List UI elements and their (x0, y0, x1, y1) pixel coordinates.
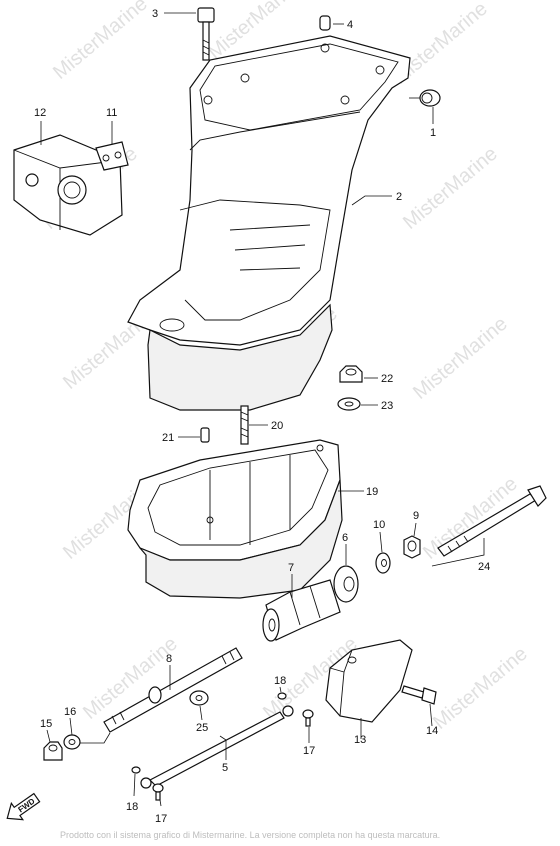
nut-15 (43, 741, 63, 761)
callout-18-lower: 18 (126, 801, 138, 813)
watermark: MisterMarine (399, 143, 502, 234)
callout-17-lower: 17 (155, 813, 167, 825)
bolt-3 (197, 7, 215, 61)
callout-23: 23 (381, 400, 393, 412)
shaft-8 (103, 647, 243, 733)
callout-7: 7 (288, 562, 294, 574)
callout-2: 2 (396, 191, 402, 203)
callouts: 3 4 1 2 12 11 22 23 20 21 19 6 10 9 24 7… (34, 8, 490, 825)
pin-21 (200, 427, 210, 443)
callout-6: 6 (342, 532, 348, 544)
cover-13 (325, 639, 413, 723)
leader-lines (40, 12, 485, 807)
callout-5: 5 (222, 762, 228, 774)
rubber-washer-6 (333, 565, 359, 603)
dowel-pin-4 (319, 15, 331, 31)
callout-25: 25 (196, 722, 208, 734)
ground-wire-5 (140, 705, 294, 789)
washer-18-upper (277, 692, 287, 700)
watermark: MisterMarine (49, 0, 152, 84)
callout-17-upper: 17 (303, 745, 315, 757)
nut-22 (339, 365, 363, 383)
callout-1: 1 (430, 127, 436, 139)
callout-11: 11 (106, 107, 117, 119)
block-11 (95, 141, 129, 171)
washer-23 (337, 397, 361, 411)
callout-10: 10 (373, 519, 385, 531)
callout-4: 4 (347, 19, 353, 31)
footer-watermark-text: Prodotto con il sistema grafico di Miste… (60, 830, 440, 840)
callout-15: 15 (40, 718, 52, 730)
callout-21: 21 (162, 432, 174, 444)
washer-16 (63, 734, 81, 750)
washer-18-lower (131, 766, 141, 774)
drive-shaft-housing (127, 35, 411, 411)
screw-17-lower (152, 783, 164, 801)
long-bolt-24 (437, 485, 547, 557)
callout-14: 14 (426, 725, 438, 737)
mount-rubber-7 (262, 579, 341, 642)
screw-17-upper (302, 709, 314, 727)
callout-8: 8 (166, 653, 172, 665)
watermark: MisterMarine (429, 643, 532, 734)
callout-13: 13 (354, 734, 366, 746)
washer-10 (375, 552, 391, 574)
callout-12: 12 (34, 107, 46, 119)
callout-19: 19 (366, 486, 378, 498)
callout-22: 22 (381, 373, 393, 385)
callout-24: 24 (478, 561, 490, 573)
spacer-19 (127, 439, 343, 599)
cap-1 (419, 89, 441, 107)
callout-16: 16 (64, 706, 76, 718)
clamp-bracket-12 (13, 134, 123, 236)
bolt-14 (401, 685, 437, 705)
callout-3: 3 (152, 8, 158, 20)
watermark: MisterMarine (409, 313, 512, 404)
callout-9: 9 (413, 510, 419, 522)
stud-20 (240, 405, 249, 445)
fwd-arrow-icon: FWD (6, 792, 41, 821)
callout-18-upper: 18 (274, 675, 286, 687)
callout-20: 20 (271, 420, 283, 432)
washer-25 (189, 690, 209, 706)
nut-9 (403, 535, 421, 559)
